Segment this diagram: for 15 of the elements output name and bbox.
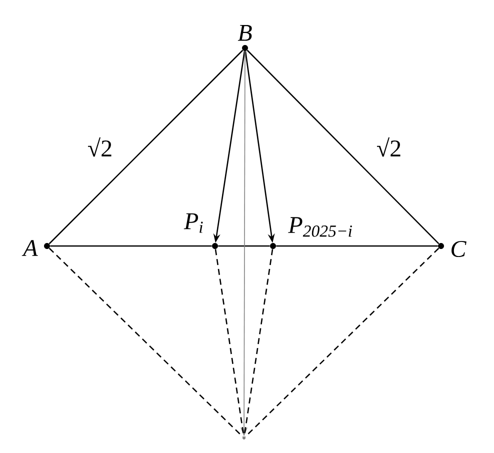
length-label: √2: [88, 137, 112, 157]
point-label: P$_{2025−i}$: [288, 217, 352, 237]
line: [246, 50, 440, 244]
line: [244, 248, 440, 438]
length-label: √2: [377, 137, 400, 157]
line: [276, 245, 438, 247]
point: [242, 436, 246, 440]
line: [48, 50, 244, 244]
point-label: C: [452, 240, 466, 258]
line: [50, 245, 212, 247]
line: [218, 245, 270, 247]
point-label: B: [238, 25, 252, 41]
line: [48, 248, 244, 438]
point-label: A: [22, 240, 38, 256]
point-label: P$_{i}$: [184, 213, 203, 233]
